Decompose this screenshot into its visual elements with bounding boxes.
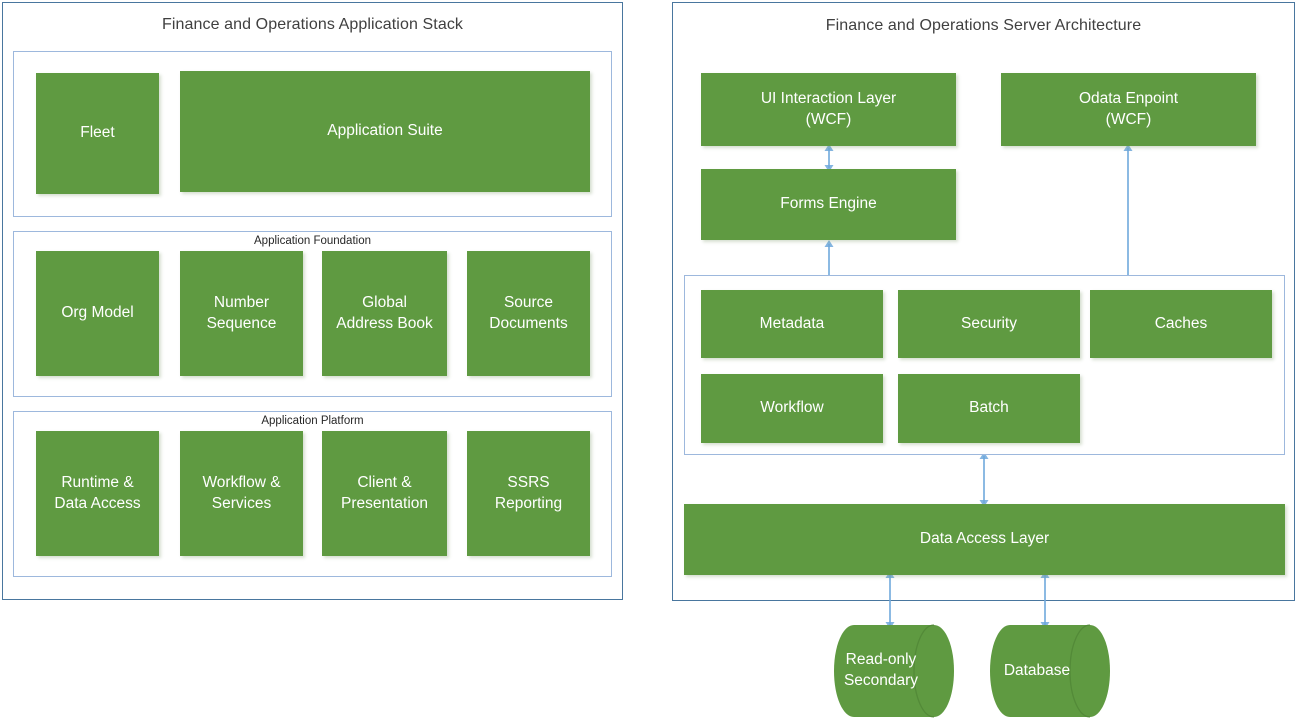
application-stack-title: Finance and Operations Application Stack <box>161 16 464 33</box>
box-ui-interaction-layer[interactable]: UI Interaction Layer (WCF) <box>701 73 956 146</box>
box-odata-endpoint[interactable]: Odata Enpoint (WCF) <box>1001 73 1256 146</box>
box-application-suite[interactable]: Application Suite <box>180 71 590 192</box>
box-org-model[interactable]: Org Model <box>36 251 159 376</box>
cylinder-database[interactable]: Database <box>984 624 1116 718</box>
box-batch[interactable]: Batch <box>898 374 1080 443</box>
application-platform-label: Application Platform <box>261 415 364 427</box>
box-caches[interactable]: Caches <box>1090 290 1272 358</box>
box-metadata[interactable]: Metadata <box>701 290 883 358</box>
box-forms-engine[interactable]: Forms Engine <box>701 169 956 240</box>
server-architecture-title: Finance and Operations Server Architectu… <box>825 17 1142 34</box>
application-foundation-label: Application Foundation <box>254 235 371 247</box>
box-runtime-data-access[interactable]: Runtime & Data Access <box>36 431 159 556</box>
box-client-presentation[interactable]: Client & Presentation <box>322 431 447 556</box>
cylinder-read-only-secondary[interactable]: Read-only Secondary <box>828 624 960 718</box>
box-global-address-book[interactable]: Global Address Book <box>322 251 447 376</box>
box-data-access-layer[interactable]: Data Access Layer <box>684 504 1285 575</box>
box-security[interactable]: Security <box>898 290 1080 358</box>
box-number-sequence[interactable]: Number Sequence <box>180 251 303 376</box>
box-fleet[interactable]: Fleet <box>36 73 159 194</box>
box-workflow-services[interactable]: Workflow & Services <box>180 431 303 556</box>
box-source-documents[interactable]: Source Documents <box>467 251 590 376</box>
box-ssrs-reporting[interactable]: SSRS Reporting <box>467 431 590 556</box>
box-workflow[interactable]: Workflow <box>701 374 883 443</box>
